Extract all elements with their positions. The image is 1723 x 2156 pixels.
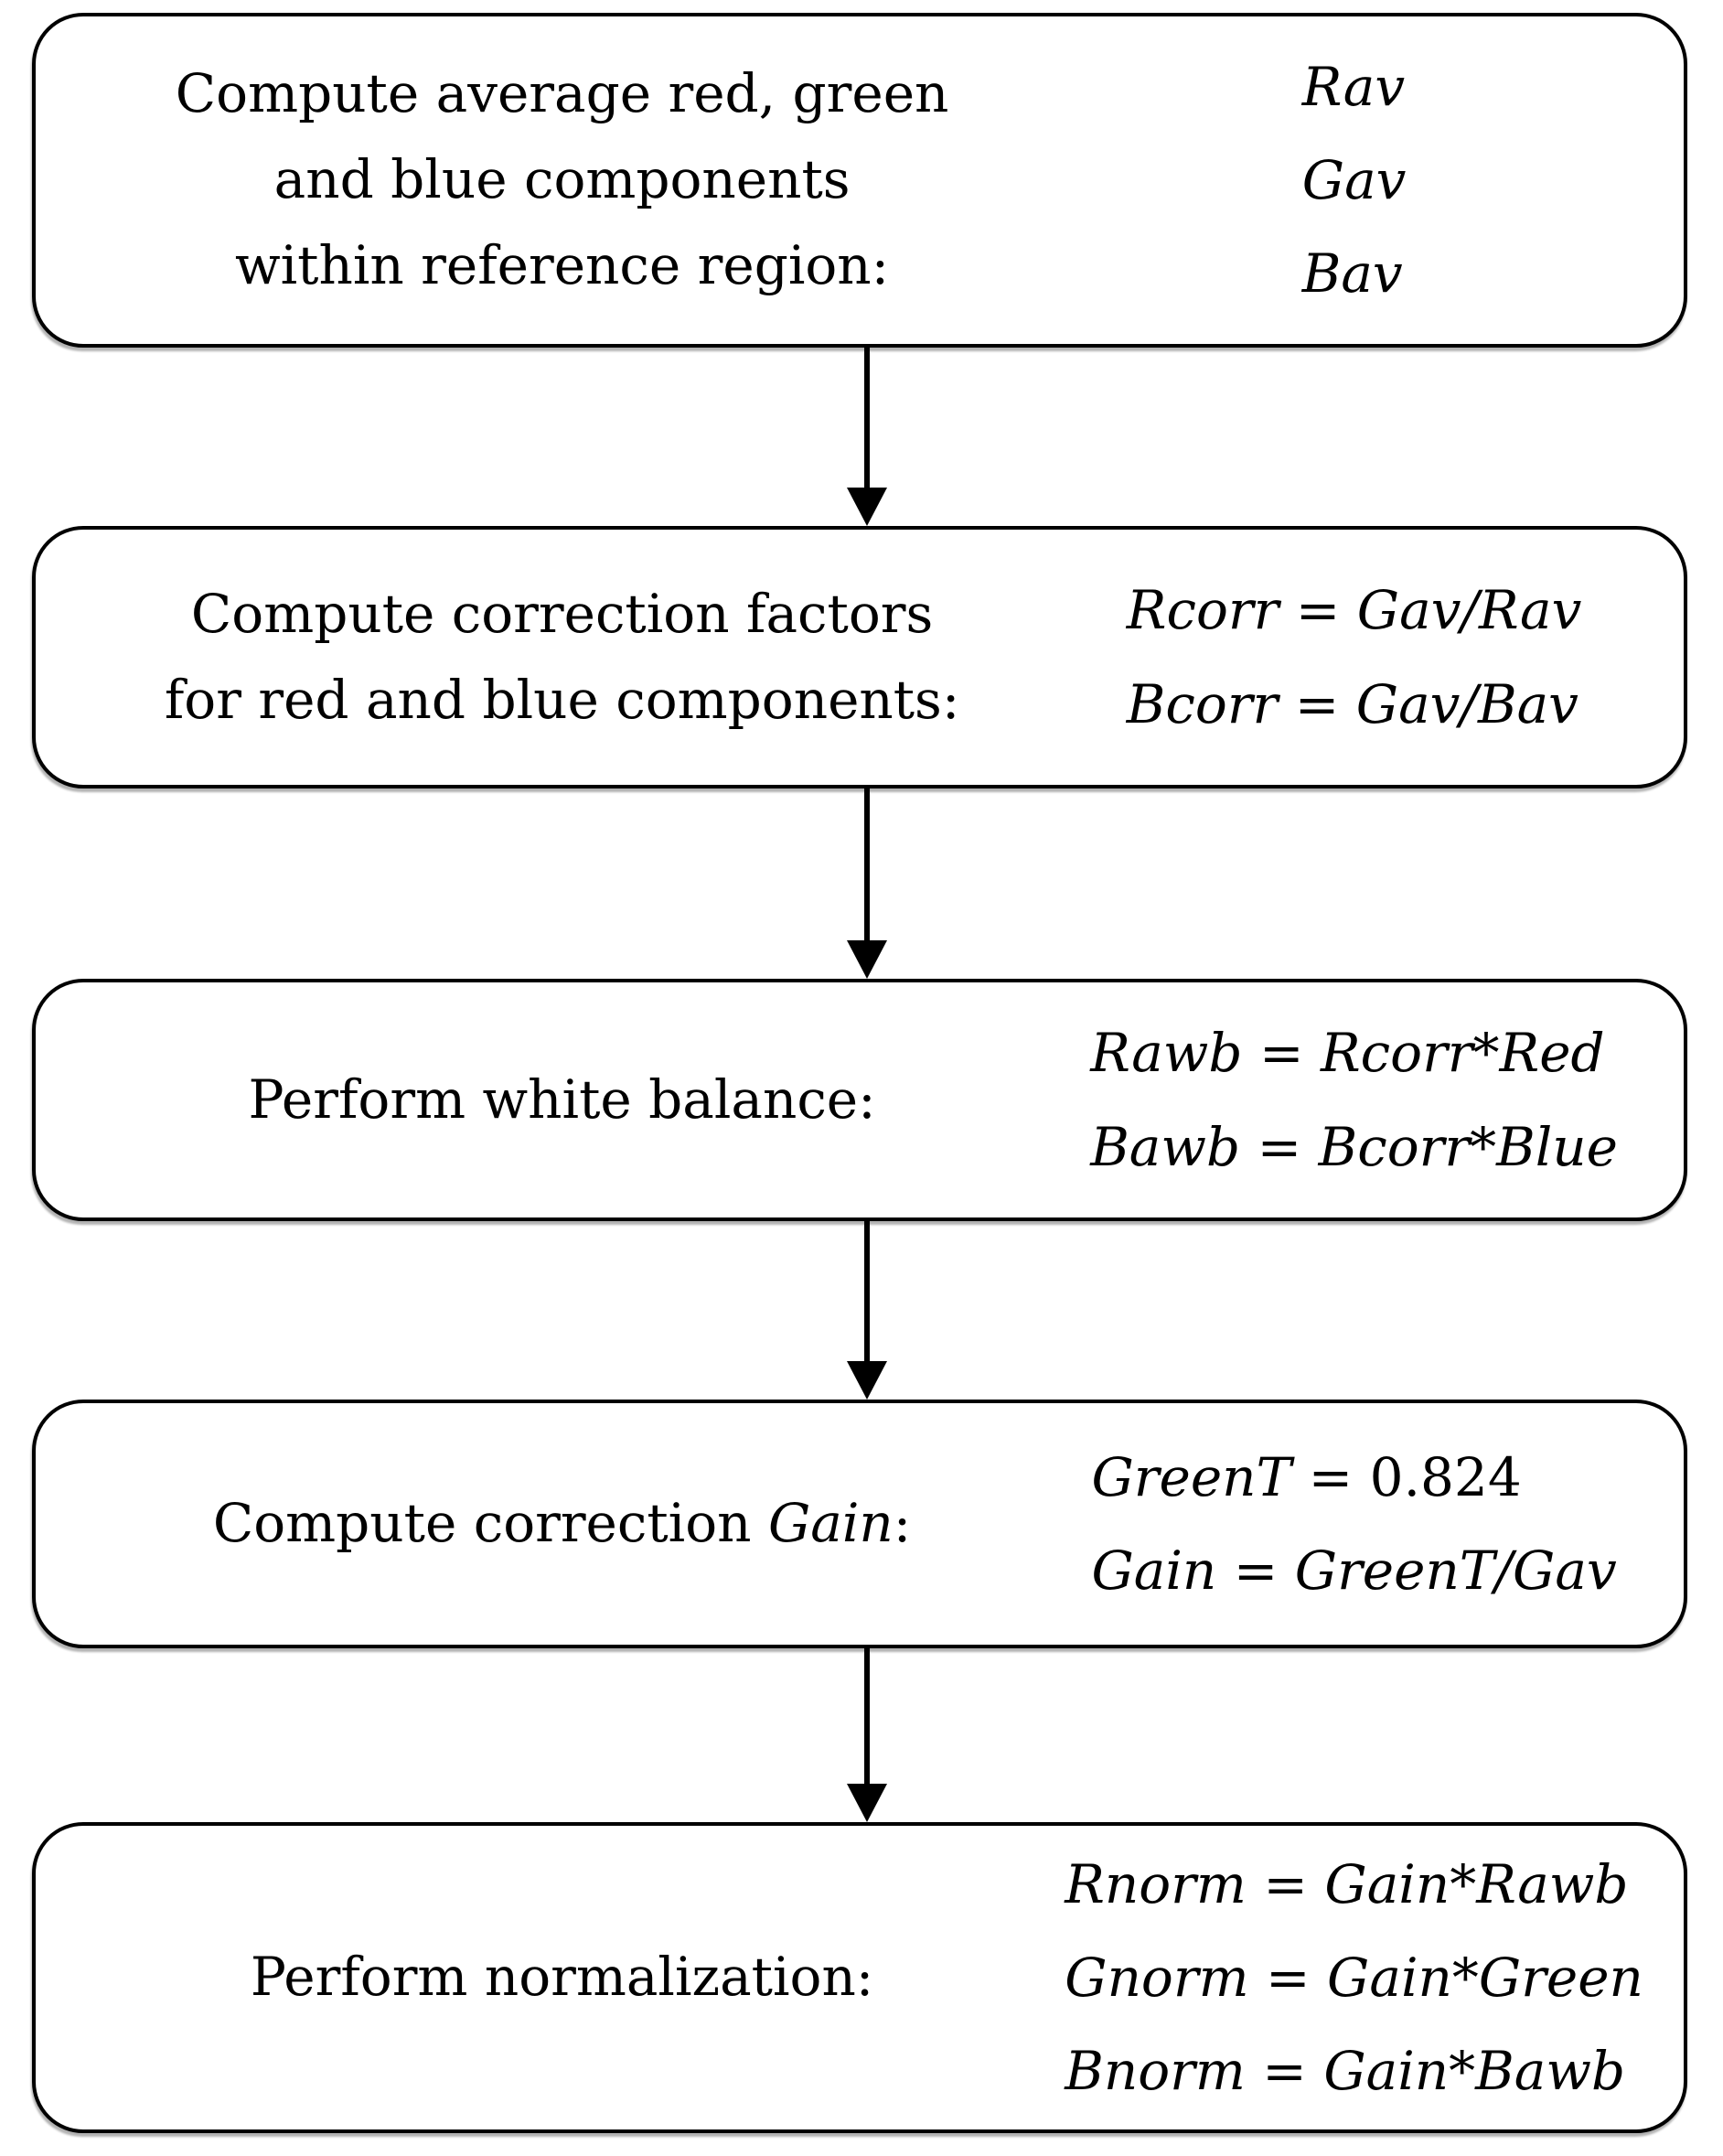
step-label-line: Perform white balance: [248, 1067, 876, 1131]
flow-step-correction-factors: Compute correction factors for red and b… [32, 526, 1687, 788]
label-suffix: : [893, 1492, 912, 1555]
step-label-line: Compute correction Gain: [100, 1481, 1024, 1567]
formula-bawb: Bawb = Bcorr*Blue [1090, 1115, 1618, 1178]
flow-arrow-4 [847, 1648, 887, 1822]
flow-arrow-2 [847, 788, 887, 979]
arrowhead-down-icon [847, 940, 887, 979]
formula-greent: GreenT = 0.824 [1091, 1431, 1616, 1524]
label-gain-emphasis: Gain [767, 1492, 894, 1555]
step-label-line: Compute average red, green [175, 62, 949, 125]
step-label: Perform normalization: [36, 1935, 1024, 2021]
step-label-line: Compute correction factors [190, 582, 934, 645]
step-label-line: within reference region: [234, 233, 890, 296]
step-label-line: Perform normalization: [250, 1946, 874, 2009]
step-formulas: Rnorm = Gain*Rawb Gnorm = Gain*Green Bno… [1024, 1838, 1684, 2118]
step-formulas: Rcorr = Gav/Rav Bcorr = Gav/Bav [1024, 563, 1684, 750]
step-formulas: Rav Gav Bav [1024, 40, 1684, 320]
formula-greent-symbol: GreenT [1091, 1445, 1292, 1508]
flow-step-normalization: Perform normalization: Rnorm = Gain*Rawb… [32, 1822, 1687, 2133]
formula-rawb: Rawb = Rcorr*Red [1090, 1022, 1605, 1085]
formula-gav: Gav [1301, 148, 1407, 211]
arrow-stem [864, 348, 870, 488]
flow-step-compute-gain: Compute correction Gain: GreenT = 0.824 … [32, 1400, 1687, 1648]
flow-arrow-1 [847, 348, 887, 526]
formula-gain: Gain = GreenT/Gav [1091, 1539, 1617, 1602]
step-label: Compute average red, green and blue comp… [36, 51, 1024, 309]
label-prefix: Compute correction [212, 1492, 768, 1555]
formula-bav: Bav [1301, 242, 1403, 306]
arrow-stem [864, 1648, 870, 1785]
flow-step-white-balance: Perform white balance: Rawb = Rcorr*Red … [32, 979, 1687, 1221]
formula-bnorm: Bnorm = Gain*Bawb [1065, 2040, 1626, 2103]
arrowhead-down-icon [847, 1361, 887, 1400]
formula-rav: Rav [1301, 55, 1406, 118]
formula-rcorr: Rcorr = Gav/Rav [1126, 579, 1582, 642]
flow-step-compute-averages: Compute average red, green and blue comp… [32, 13, 1687, 348]
formula-greent-value: = 0.824 [1291, 1445, 1522, 1508]
arrowhead-down-icon [847, 1784, 887, 1822]
arrow-stem [864, 1221, 870, 1362]
step-label: Compute correction factors for red and b… [36, 572, 1024, 744]
step-label-line: and blue components [273, 148, 851, 211]
formula-bcorr: Bcorr = Gav/Bav [1126, 672, 1579, 735]
step-label: Compute correction Gain: [36, 1481, 1024, 1567]
formula-rnorm: Rnorm = Gain*Rawb [1065, 1852, 1629, 1915]
step-label: Perform white balance: [36, 1057, 1024, 1143]
step-formulas: Rawb = Rcorr*Red Bawb = Bcorr*Blue [1024, 1006, 1684, 1193]
step-label-line: for red and blue components: [164, 668, 960, 731]
formula-gnorm: Gnorm = Gain*Green [1065, 1946, 1643, 2009]
step-formulas: GreenT = 0.824 Gain = GreenT/Gav [1024, 1431, 1684, 1617]
arrowhead-down-icon [847, 488, 887, 526]
flow-arrow-3 [847, 1221, 887, 1400]
arrow-stem [864, 788, 870, 941]
